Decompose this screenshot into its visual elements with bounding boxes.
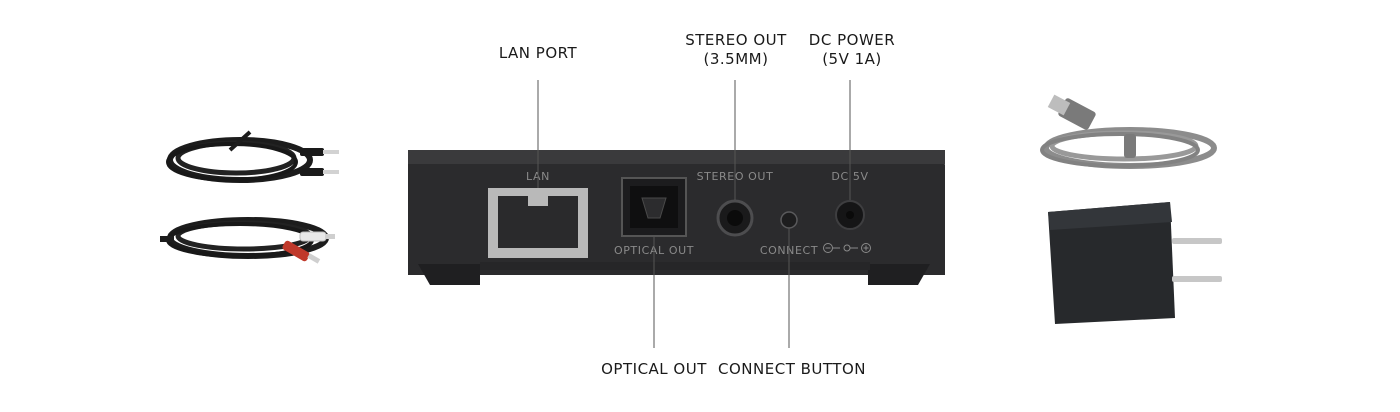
stereo-out-jack [716, 199, 754, 237]
power-adapter-image [1048, 202, 1222, 324]
rca-cable-image [160, 217, 335, 264]
callout-lan-port: LAN PORT [478, 44, 598, 63]
callout-dc-power-line1: DC POWER [808, 31, 896, 49]
callout-connect-button-text: CONNECT BUTTON [718, 360, 866, 378]
callout-stereo-out: STEREO OUT (3.5MM) [676, 31, 796, 69]
connect-button [780, 211, 798, 229]
callout-connect-button: CONNECT BUTTON [714, 360, 870, 379]
aux-cable-image [166, 130, 339, 183]
usb-cable-image [1040, 94, 1217, 169]
callout-dc-power: DC POWER (5V 1A) [792, 31, 912, 69]
callout-lan-port-text: LAN PORT [498, 44, 578, 62]
callout-stereo-out-line2: (3.5MM) [703, 50, 769, 68]
callout-optical-out-text: OPTICAL OUT [601, 360, 707, 378]
device-rear-panel: LAN STEREO OUT DC 5V OPTICAL OUT CONNECT [408, 150, 945, 285]
dc-jack [835, 200, 865, 230]
optical-out-port [621, 177, 687, 237]
polarity-icon [823, 243, 871, 253]
lan-port [488, 188, 588, 258]
callout-optical-out: OPTICAL OUT [586, 360, 722, 379]
callout-dc-power-line2: (5V 1A) [822, 50, 882, 68]
leader-lines [537, 80, 851, 348]
callout-stereo-out-line1: STEREO OUT [685, 31, 787, 49]
